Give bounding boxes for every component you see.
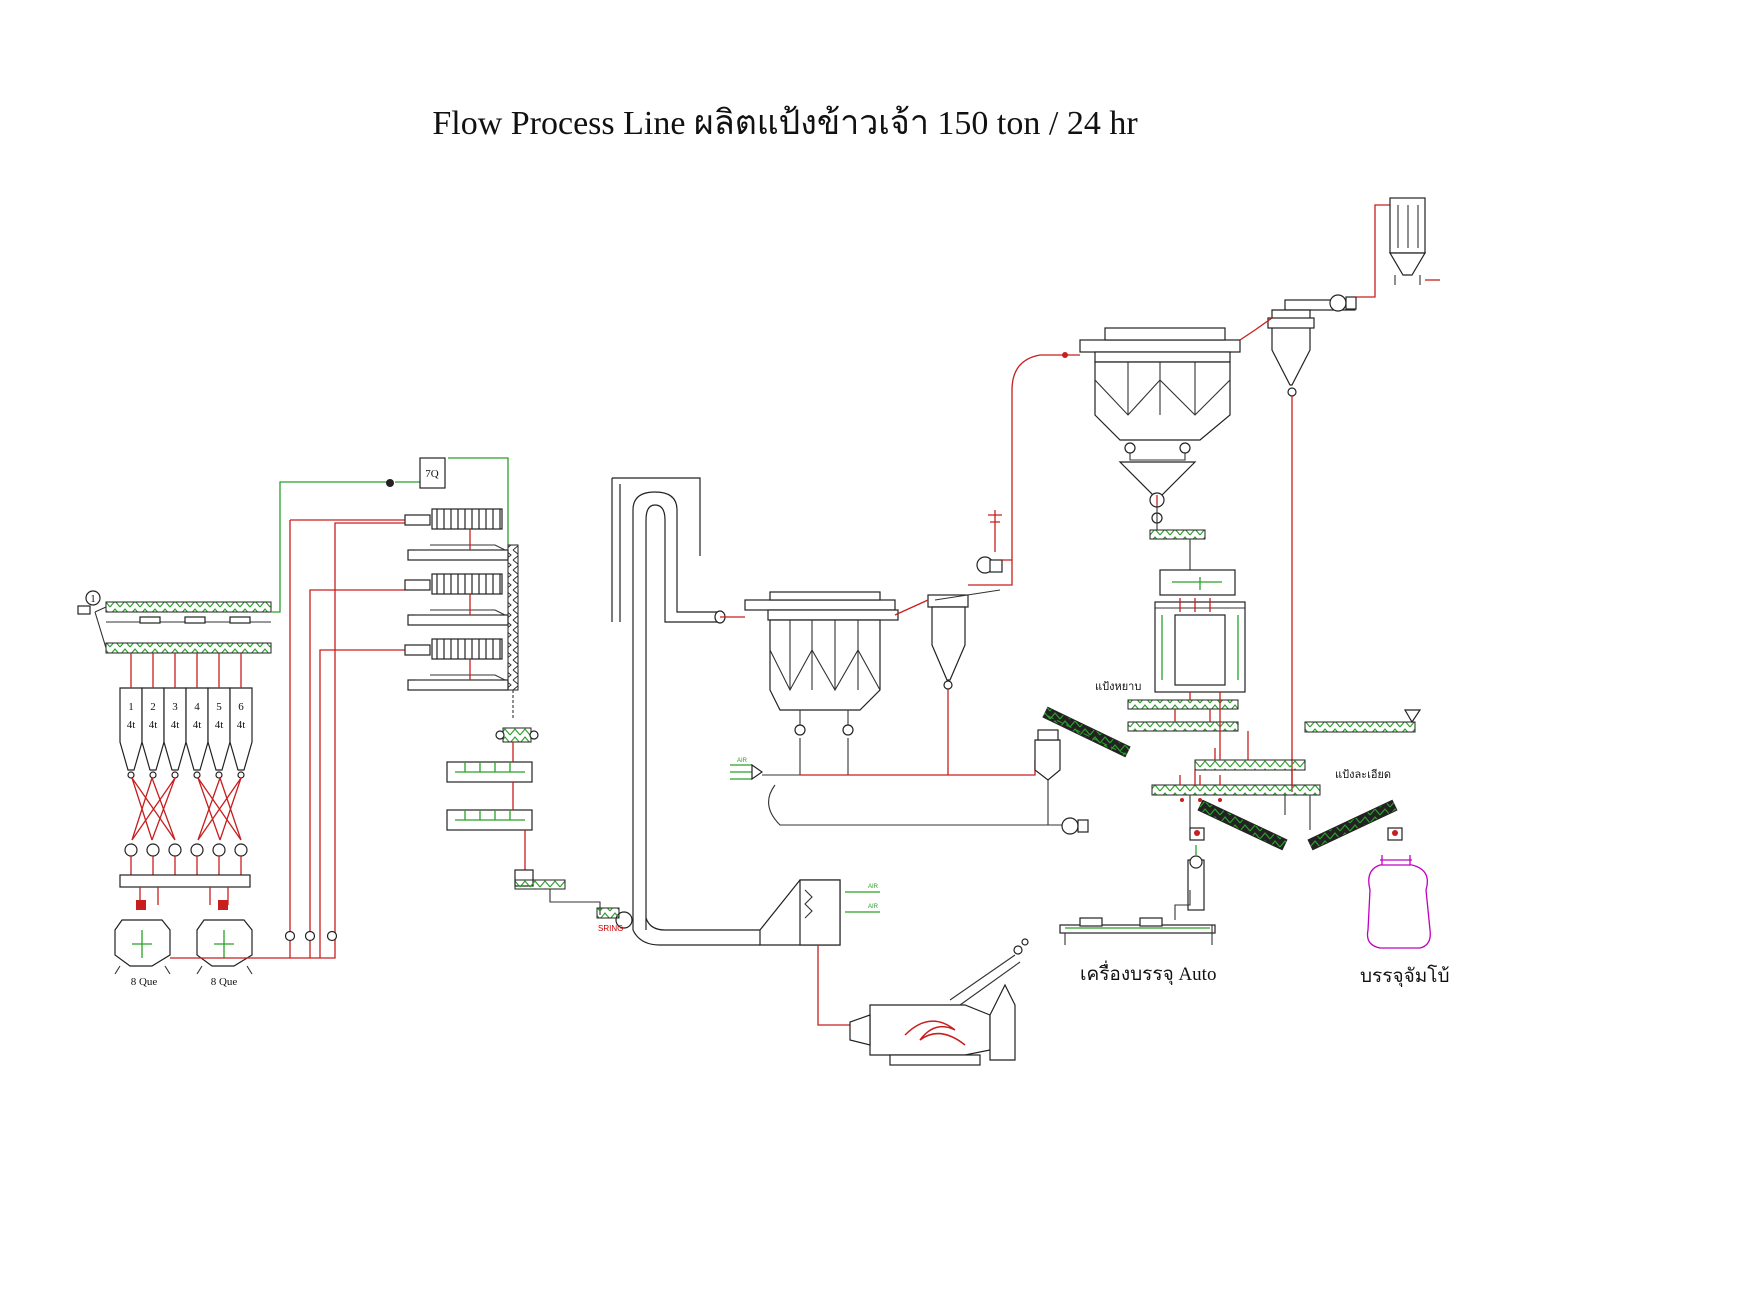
vertical-elevator [507, 544, 519, 720]
inclined-screw-1 [1042, 706, 1131, 758]
dewatering-press-1 [446, 761, 533, 783]
cyclone-bank-1 [744, 591, 899, 736]
tank-number: 5 [216, 701, 222, 713]
hopper-tank: 4 4t [185, 653, 209, 779]
flash-dryer-column [611, 477, 760, 946]
tank-capacity: 4t [127, 719, 136, 731]
page-title: Flow Process Line ผลิตแป้งข้าวเจ้า 150 t… [432, 105, 1138, 142]
tank-number: 1 [128, 701, 134, 713]
sifter-cone [1034, 729, 1061, 781]
bag-packing-label: บรรจุจัมโบ้ [1360, 964, 1450, 988]
hopper-tank: 2 4t [141, 653, 165, 779]
transfer-pump [168, 843, 182, 875]
hot-air-furnace [849, 938, 1029, 1066]
grinding-mill-group [404, 508, 509, 691]
grinding-mill [404, 508, 509, 561]
dewatering-press-2 [446, 809, 533, 831]
inclined-screw-2 [1197, 799, 1288, 851]
transfer-screw-1 [514, 869, 566, 890]
transfer-screw-2 [1149, 529, 1206, 540]
hopper-tank: 3 4t [163, 653, 187, 779]
exhaust-fan-1 [976, 510, 1003, 574]
hopper-tank: 5 4t [207, 653, 231, 779]
spring-label: SRING [598, 924, 623, 933]
inlet-valve: 1 [77, 590, 101, 615]
hopper-tank: 1 4t [119, 653, 143, 779]
inclined-screw-3 [1307, 799, 1398, 851]
pump-row [124, 843, 248, 875]
tank-number: 3 [172, 701, 178, 713]
tank-capacity: 4t [149, 719, 158, 731]
collection-manifold [119, 874, 251, 888]
tank-number: 4 [194, 701, 200, 713]
tank-number: 2 [150, 701, 156, 713]
water-pump-7q: 7Q [419, 457, 446, 489]
air-heater: AIR AIR [759, 879, 880, 946]
air-label-1: AIR [868, 884, 879, 890]
bag-filter [1388, 197, 1440, 285]
valve-label: 1 [90, 593, 96, 605]
transfer-pump [234, 843, 248, 875]
grinding-mill [404, 638, 509, 691]
tank-capacity: 4t [171, 719, 180, 731]
transfer-pump [212, 843, 226, 875]
soak-tank-1 [114, 900, 171, 975]
transfer-pump [146, 843, 160, 875]
tank-crossfeed-lines [131, 777, 242, 841]
pump-label: 7Q [425, 468, 439, 480]
jumbo-bag-filler [1366, 827, 1431, 949]
air-label-2: AIR [868, 904, 879, 910]
auto-packing-machine [1059, 827, 1216, 945]
pipe-network-left [170, 457, 509, 959]
tank-capacity: 4t [237, 719, 246, 731]
soak-tank-label-1: 8 Que [131, 976, 158, 988]
cyclone-small-1 [927, 589, 1001, 690]
air-inlet: AIR [730, 758, 764, 781]
air-label-3: AIR [737, 758, 748, 764]
exhaust-fan-2 [1061, 817, 1089, 835]
exhaust-cyclone-right [1267, 299, 1356, 397]
transfer-pump [124, 843, 138, 875]
rotary-sifter [1154, 569, 1246, 693]
feed-conveyor-top [94, 601, 272, 654]
grinding-mill [404, 573, 509, 626]
tank-capacity: 4t [193, 719, 202, 731]
spring-feeder: SRING [596, 907, 623, 933]
exhaust-fan-3 [1329, 294, 1357, 312]
soak-tank-label-2: 8 Que [211, 976, 238, 988]
tank-number: 6 [238, 701, 244, 713]
fine-flour-screw-2 [1304, 709, 1422, 733]
tank-capacity: 4t [215, 719, 224, 731]
soak-tank-2 [196, 900, 253, 975]
hopper-tank-group: 1 4t 2 4t 3 4t 4 4t 5 4t 6 4t [119, 653, 253, 779]
auto-packer-label: เครื่องบรรจุ Auto [1080, 960, 1216, 986]
cyclone-bank-2 [1079, 327, 1241, 454]
main-product-screw [1151, 770, 1321, 802]
filter-unit [495, 727, 539, 743]
coarse-flour-label: แป้งหยาบ [1095, 681, 1141, 693]
fine-flour-label: แป้งละเอียด [1335, 768, 1391, 781]
hopper-tank: 6 4t [229, 653, 253, 779]
transfer-pump [190, 843, 204, 875]
sieve-screw-1 [1127, 699, 1239, 732]
fine-flour-screw-1 [1194, 731, 1306, 771]
